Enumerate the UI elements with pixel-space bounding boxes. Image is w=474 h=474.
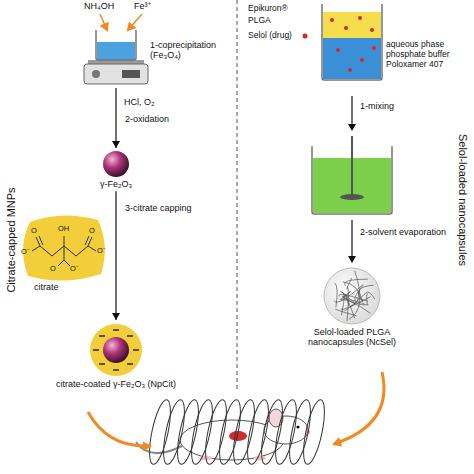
node-text: citrate-coated γ-Fe₂O₃ (NpCit) — [50, 379, 182, 389]
particle-node: γ-Fe₂O₃ — [86, 150, 146, 189]
arrow-line — [115, 191, 116, 320]
step-arrow — [351, 220, 352, 262]
injection-arrow — [334, 372, 384, 444]
arrow-line — [115, 88, 116, 148]
polymer-network — [334, 271, 375, 322]
reagent-label: NH₄OH — [84, 2, 114, 12]
magnetic-coil — [145, 398, 328, 466]
hot-plate — [84, 60, 148, 84]
reagent-label: HCl, O₂ — [124, 98, 155, 108]
particle-node: citrate-coated γ-Fe₂O₃ (NpCit) — [50, 322, 182, 391]
arrow-head — [112, 141, 120, 148]
citrate-structure — [32, 236, 96, 266]
atom-label: O — [31, 227, 37, 235]
section-title: Citrate-capped MNPs — [5, 187, 17, 292]
nanoparticle-sphere — [103, 337, 129, 363]
node-text: aqueous phase phosphate buffer Poloxamer… — [386, 40, 472, 69]
reagent-label: Selol (drug) — [248, 31, 292, 40]
charge-signs — [93, 330, 139, 370]
step-label: 1-mixing — [360, 102, 394, 112]
mixing-beaker — [312, 136, 392, 214]
node-text: Selol-loaded PLGA nanocapsules (NcSel) — [290, 327, 414, 348]
atom-label: O⁻ — [21, 248, 30, 256]
atom-label: O — [89, 227, 95, 235]
beaker — [96, 30, 136, 60]
step-arrow — [351, 96, 352, 130]
nanocapsule-node: Selol-loaded PLGA nanocapsules (NcSel) — [290, 266, 414, 350]
reagent-arrow — [128, 14, 142, 30]
atom-label: O⁻ — [97, 247, 106, 255]
process-step: 1-coprecipitation (Fe₃O₄) — [80, 26, 236, 86]
step-label: 2-solvent evaporation — [360, 228, 460, 238]
injection-arrow — [88, 412, 150, 446]
node-text: 1-coprecipitation (Fe₃O₄) — [150, 40, 234, 61]
edge-label: 2-oxidation — [124, 114, 170, 124]
reagent-arrow — [100, 14, 107, 30]
node-text: γ-Fe₂O₃ — [86, 179, 146, 189]
section-title: Selol-loaded nanocapsules — [457, 134, 469, 266]
reagent-label: PLGA — [248, 16, 271, 25]
flow-arrow — [112, 88, 120, 148]
molecule-label: citrate — [34, 283, 59, 293]
citrate-blob — [23, 215, 105, 280]
arrow-head — [112, 313, 120, 320]
reagent-label: Epikuron® — [248, 4, 288, 13]
drug-dot — [303, 34, 308, 39]
reagent-label: Fe³⁺ — [134, 2, 151, 12]
flow-arrow — [112, 191, 120, 320]
phase-beaker: aqueous phase phosphate buffer Poloxamer… — [318, 0, 472, 84]
divider — [237, 0, 238, 392]
two-phase-beaker — [322, 4, 382, 80]
nanoparticle-sphere — [103, 151, 129, 177]
citrate-shell — [90, 324, 142, 376]
edge-label: 3-citrate capping — [124, 203, 193, 213]
atom-label: O⁻ — [70, 265, 79, 273]
atom-label: O — [50, 265, 56, 273]
nanocapsule — [324, 268, 380, 324]
atom-label: OH — [58, 225, 69, 233]
